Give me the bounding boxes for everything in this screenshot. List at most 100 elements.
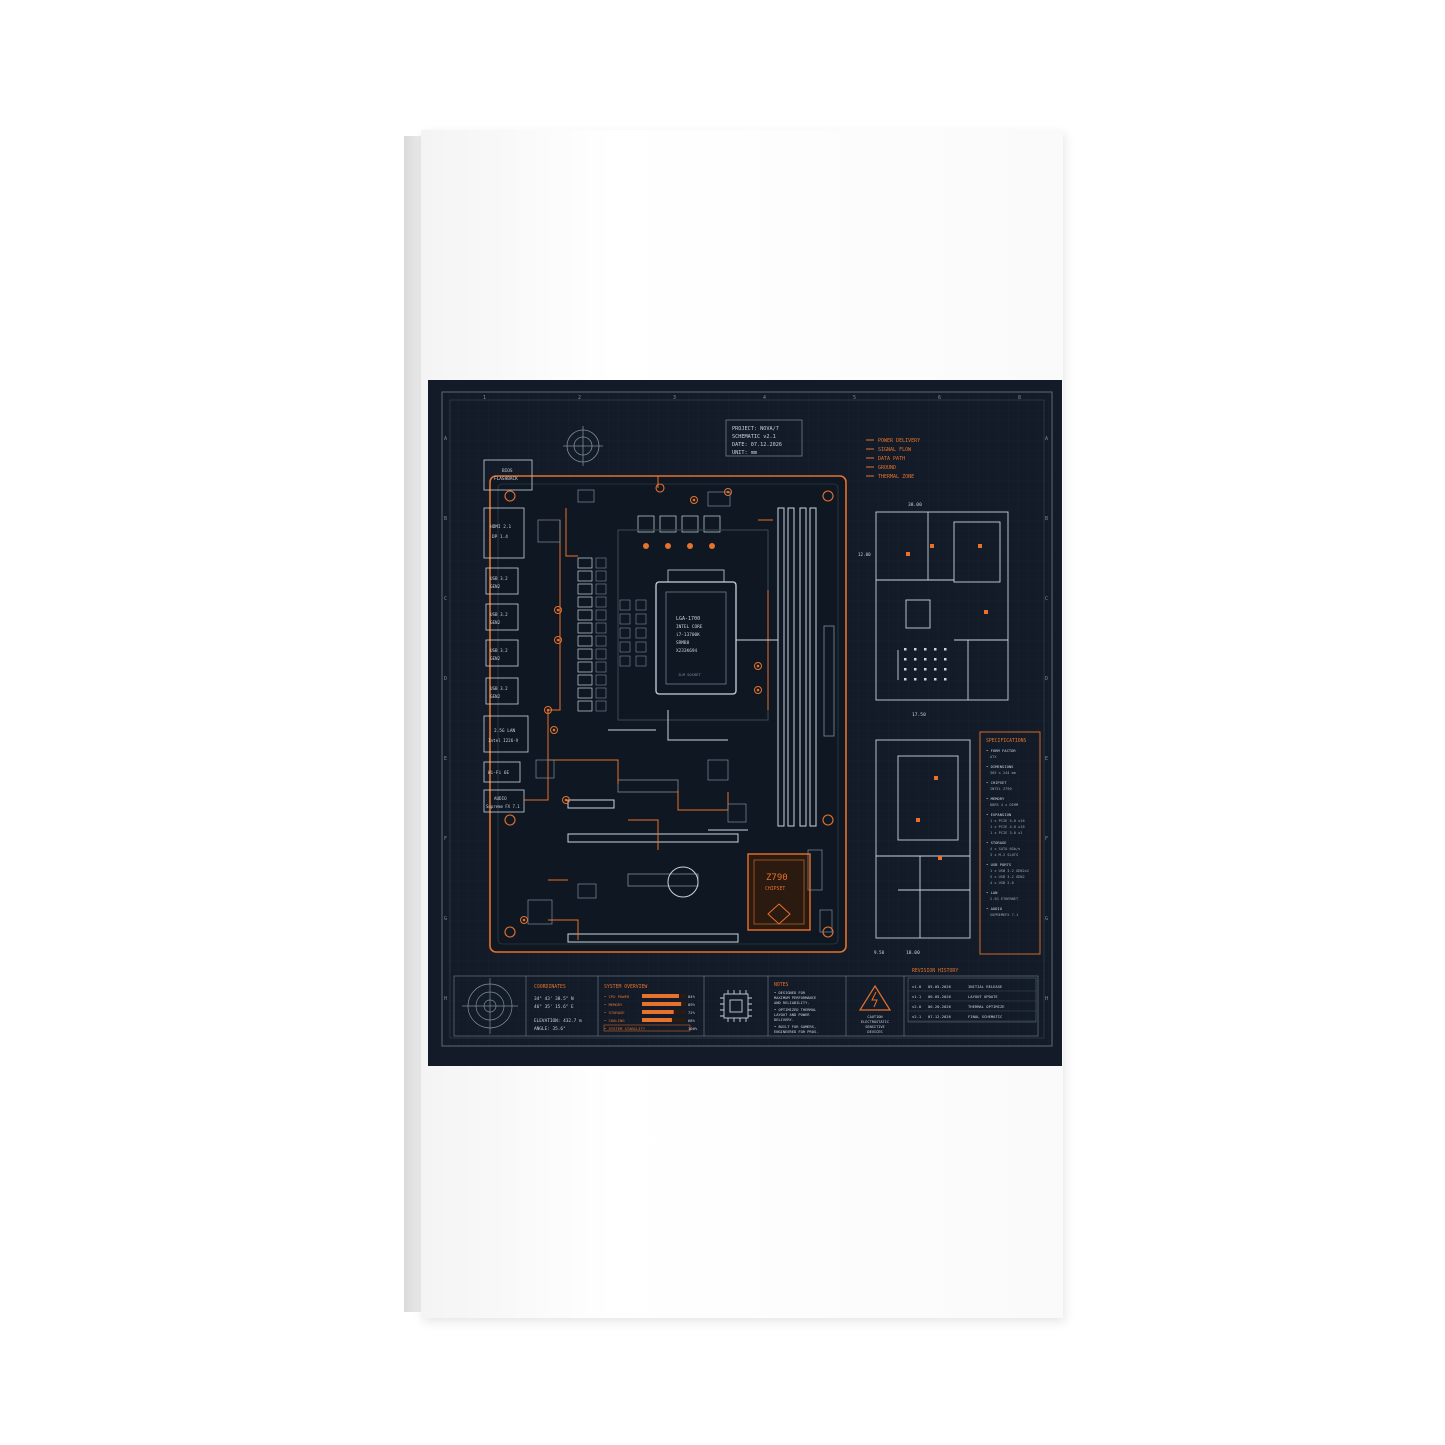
spec-value: ATX	[990, 755, 997, 759]
vrm-mosfet	[595, 661, 607, 673]
cpu-line-4: SRMB8	[676, 640, 690, 646]
vrm-indicator	[687, 543, 693, 549]
row-label-left: F	[444, 836, 447, 842]
spec-value: 1 x PCIE 4.0 x16	[990, 825, 1025, 829]
registration-mark	[563, 426, 603, 466]
dim-top: 38.00	[908, 502, 922, 508]
io-usb: USB 3.2	[490, 576, 508, 581]
caution-line: DEVICES	[867, 1030, 882, 1034]
floor-plan-dot	[944, 668, 947, 671]
row-label-right: C	[1045, 596, 1048, 602]
row-label-right: B	[1045, 516, 1048, 522]
row-label-right: D	[1045, 676, 1048, 682]
small-components	[520, 488, 833, 933]
spec-value: DDR5 4 x DIMM	[990, 803, 1019, 807]
vrm-cap	[635, 641, 647, 653]
dim-mid: 17.50	[912, 712, 926, 718]
pcie-slots	[567, 799, 739, 943]
chip-icon	[720, 990, 752, 1022]
vrm-cap	[635, 627, 647, 639]
note-line: LAYOUT AND POWER	[774, 1013, 810, 1017]
floor-plan-dot	[904, 648, 907, 651]
trace-path	[548, 919, 579, 940]
vrm-choke	[577, 570, 593, 582]
note-line: • BUILT FOR GAMERS,	[774, 1025, 816, 1029]
glow-node	[554, 606, 562, 614]
glow-node	[754, 686, 762, 694]
ic-chip	[807, 849, 823, 891]
floor-plan-bottom	[875, 739, 971, 939]
revision-version: v2.0	[912, 1004, 922, 1009]
revision-frame	[907, 977, 1037, 1023]
ic-chip	[535, 759, 555, 779]
thermal-markers	[906, 544, 988, 860]
column-label: 6	[938, 395, 941, 401]
vrm-top-choke	[681, 515, 699, 533]
coords-angle: ANGLE: 35.6°	[534, 1026, 566, 1032]
project-line-1: PROJECT: NOVA/7	[732, 426, 779, 432]
project-line-2: SCHEMATIC v2.1	[732, 434, 776, 440]
coords-lon: 46° 35' 15.6" E	[534, 1004, 574, 1010]
cpu-line-6: ILM SOCKET	[678, 672, 702, 677]
revision-version: v1.1	[912, 994, 922, 999]
floor-plan-dot	[944, 648, 947, 651]
io-usb-4: USB 3.2	[490, 686, 508, 691]
note-line: MAXIMUM PERFORMANCE	[774, 996, 816, 1000]
vrm-choke	[577, 596, 593, 608]
row-label-left: B	[444, 516, 447, 522]
ic-chip	[707, 491, 731, 507]
floor-plan-dot	[904, 668, 907, 671]
overview-bar-fill	[642, 1018, 672, 1022]
dim-left-1: 12.00	[858, 552, 871, 557]
vrm-mosfet	[595, 687, 607, 699]
floor-plan-dot	[924, 668, 927, 671]
io-dp: DP 1.4	[492, 534, 508, 540]
glow-node	[690, 496, 698, 504]
floor-plan-dot	[914, 658, 917, 661]
chipset	[747, 853, 811, 931]
project-box	[725, 419, 803, 457]
vrm-mosfet	[595, 596, 607, 608]
spec-key: • DIMENSIONS	[986, 764, 1014, 769]
ic-chip	[577, 883, 597, 899]
floor-plan-dot	[914, 648, 917, 651]
vrm-indicator	[643, 543, 649, 549]
vrm-cap	[635, 613, 647, 625]
overview-bar-fill	[642, 1010, 674, 1014]
io-bios: BIOS	[502, 468, 513, 474]
dim-left-2: 9.50	[874, 950, 885, 955]
trace-path	[524, 710, 549, 801]
column-label: 3	[673, 395, 676, 401]
overview-value: 100%	[688, 1026, 698, 1031]
row-label-left: A	[444, 436, 447, 442]
spec-key: • LAN	[986, 890, 998, 895]
floor-plan-dot	[934, 668, 937, 671]
spec-value: 5 x USB 3.2 GEN2	[990, 875, 1025, 879]
overview-label: • SYSTEM STABILITY	[604, 1026, 646, 1031]
vrm-top-choke	[637, 515, 655, 533]
floor-plan-dot	[924, 678, 927, 681]
vrm-indicator	[709, 543, 715, 549]
vrm-choke	[577, 674, 593, 686]
overview-label: • MEMORY	[604, 1002, 623, 1007]
ic-chip	[727, 803, 747, 823]
cpu-line-2: INTEL CORE	[676, 624, 703, 630]
io-usb-gen: GEN2	[490, 584, 501, 589]
io-lan: 2.5G LAN	[494, 728, 516, 734]
floor-plan-dot	[914, 668, 917, 671]
floor-plan-top	[875, 511, 1009, 701]
note-line: AND RELIABILITY.	[774, 1001, 810, 1005]
project-line-3: DATE: 07.12.2026	[732, 442, 782, 448]
glow-node-core	[556, 608, 560, 612]
vrm-top-choke	[703, 515, 721, 533]
ic-chip	[537, 519, 561, 543]
spec-value: INTEL Z790	[990, 787, 1012, 791]
note-line: • OPTIMIZED THERMAL	[774, 1008, 817, 1012]
overview-value: 89%	[688, 1002, 696, 1007]
vrm-choke	[577, 687, 593, 699]
